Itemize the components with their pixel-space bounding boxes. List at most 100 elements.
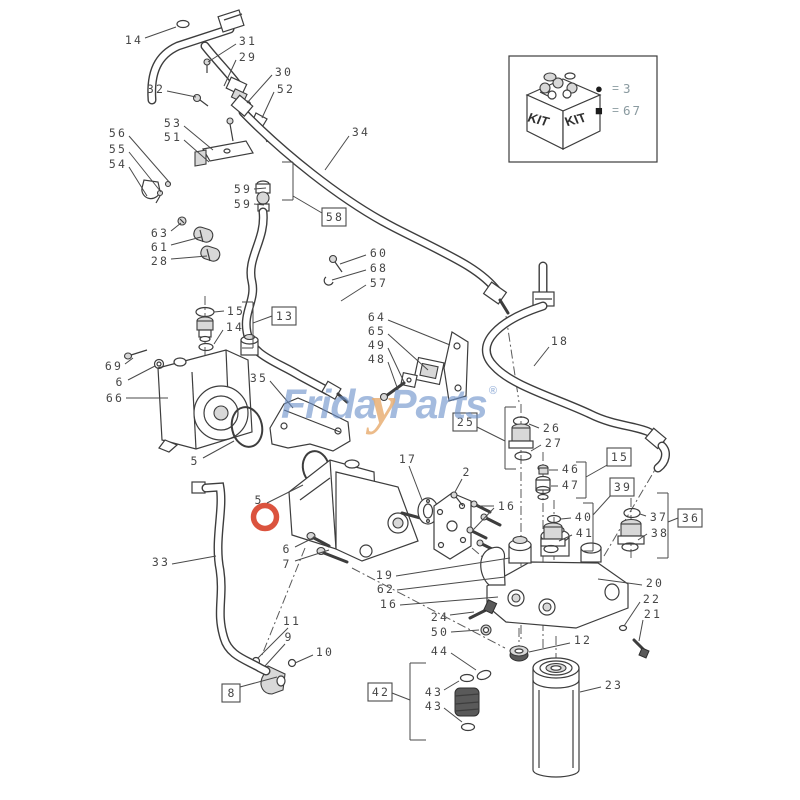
o-ring-37 [623,507,641,519]
part-label-23: 23 [605,678,623,692]
part-label-6: 6 [115,375,124,389]
bracket-group-64-65-48-49 [379,331,469,402]
valve-15-group [535,464,551,501]
valve-59 [255,180,271,212]
part-label-51: 51 [164,130,182,144]
part-label-57: 57 [370,276,388,290]
plug-50 [480,624,492,636]
part-label-59: 59 [234,197,252,211]
kit-part-box [321,207,347,227]
part-label-6: 6 [282,542,291,556]
part-label-19: 19 [376,568,394,582]
bolt-60 [328,254,343,273]
leader-line [266,484,304,504]
leader-line [128,151,162,193]
part-label-61: 61 [151,240,169,254]
part-label-56: 56 [109,126,127,140]
part-label-53: 53 [164,116,182,130]
rollers-61-28 [193,226,221,262]
leader-line [387,319,451,346]
hose-34 [230,94,510,315]
seller-annotation [250,502,280,532]
o-ring-14b [198,342,214,352]
leader-line [223,59,237,87]
leader-line [128,166,148,197]
leader-line [252,315,273,324]
leader-line [454,478,463,493]
part-label-42: 42 [372,685,390,699]
leader-line [213,329,224,345]
part-label-55: 55 [109,142,127,156]
oil-filter-23 [532,657,580,778]
leader-line [667,517,679,523]
leader-line [597,578,643,586]
part-label-37: 37 [650,510,668,524]
part-label-5: 5 [190,454,199,468]
ring-10 [287,658,297,668]
bolt-32 [192,93,202,103]
leader-line [292,195,323,214]
leader-line [183,125,214,151]
part-label-69: 69 [105,359,123,373]
part-label-26: 26 [543,421,561,435]
valve-39-group [540,514,566,554]
leader-line [166,90,197,98]
part-label-29: 29 [239,50,257,64]
part-label-24: 24 [431,610,449,624]
ring-41 [543,544,559,554]
tube-57 [241,207,349,404]
tandem-pump [288,459,430,562]
leader-line [294,536,316,548]
part-label-14: 14 [125,33,143,47]
part-label-64: 64 [368,310,386,324]
part-label-14: 14 [226,320,244,334]
leader-line [396,576,506,591]
part-label-43: 43 [425,685,443,699]
leader-line [443,680,460,691]
part-label-5: 5 [254,493,263,507]
part-label-27: 27 [545,436,563,450]
part-label-22: 22 [643,592,661,606]
clamp-54-56 [141,179,172,204]
valve-36-group [617,507,645,552]
leader-line [443,707,463,723]
part-label-16: 16 [498,499,516,513]
leader-line [637,533,648,541]
leader-line [450,652,477,671]
part-label-48: 48 [368,352,386,366]
valve-25-group [508,416,534,461]
leader-line [246,74,273,104]
leader-line [449,611,475,616]
leader-line [269,380,294,409]
leader-line [339,254,367,265]
hose-18 [481,261,670,473]
leader-line [253,187,267,190]
bolt-2 [450,491,464,507]
part-label-32: 32 [147,82,165,96]
o-ring-14 [176,19,190,29]
part-label-25: 25 [457,415,475,429]
leader-line [476,426,506,442]
leader-line [528,423,540,429]
part-label-7: 7 [282,557,291,571]
part-label-44: 44 [431,644,449,658]
washer-22 [618,624,628,632]
ring-38 [621,542,639,552]
part-label-20: 20 [646,576,664,590]
leader-line [324,135,350,171]
kit-part-box [367,682,393,702]
leader-line [253,203,265,206]
gear-pump-66 [157,333,259,453]
leader-line [170,222,182,232]
part-label-38: 38 [651,526,669,540]
part-label-15: 15 [227,304,245,318]
strainer-43-44 [454,669,492,732]
part-label-66: 66 [106,391,124,405]
part-label-43: 43 [425,699,443,713]
part-label-17: 17 [399,452,417,466]
part-label-58: 58 [326,210,344,224]
leader-line [592,493,613,516]
leader-line [579,686,602,693]
bracket-51-53 [194,117,254,167]
